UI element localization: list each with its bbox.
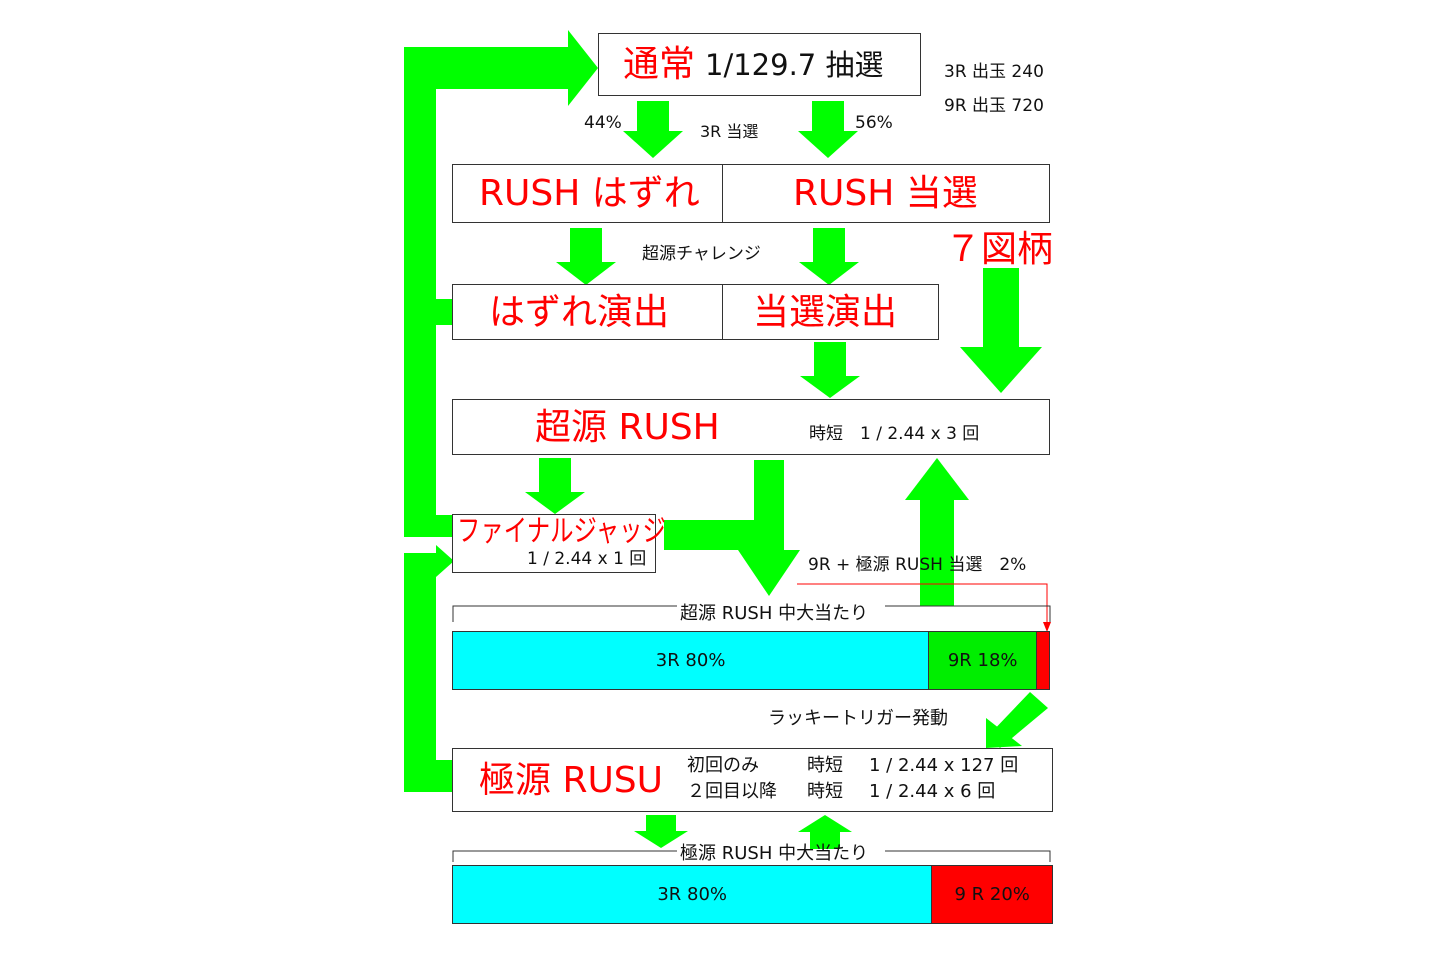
- chogen-bar-segment: 3R 80%: [453, 632, 929, 689]
- kyogen-second-prob: 1 / 2.44 x 6 回: [869, 781, 996, 802]
- payout-9r: 9R 出玉 720: [944, 96, 1044, 116]
- loop-arm-final: [430, 515, 454, 537]
- final-judge-title: ファイナルジャッジ: [457, 514, 666, 549]
- loop-bar-top: [404, 47, 436, 537]
- kyogen-first-label: 初回のみ: [687, 755, 759, 776]
- chogen-rush-box: 超源 RUSH 時短 1 / 2.44 x 3 回: [452, 399, 1050, 455]
- loop-arm-bottom: [404, 760, 454, 792]
- kyogen-second-label: ２回目以降: [687, 781, 777, 802]
- loop-bar-bottom: [404, 553, 436, 792]
- kyogen-bar-caption: 極源 RUSH 中大当たり: [680, 843, 869, 864]
- loop-arrowhead-bottom: [436, 545, 454, 577]
- chogen-bar-caption: 超源 RUSH 中大当たり: [680, 603, 869, 624]
- win-performance-label: 当選演出: [753, 292, 898, 333]
- payout-3r: 3R 出玉 240: [944, 62, 1044, 82]
- rush-win-label: RUSH 当選: [793, 173, 978, 214]
- chogen-bar-segment: [1036, 632, 1049, 689]
- performance-row: はずれ演出 当選演出: [452, 284, 939, 340]
- rush-miss-label: RUSH はずれ: [479, 173, 700, 214]
- split-right-pct: 56%: [855, 113, 893, 133]
- split-label: 3R 当選: [700, 122, 759, 141]
- chogen-rush-title: 超源 RUSH: [535, 407, 720, 448]
- kyogen-first-mode: 時短: [807, 755, 843, 776]
- kyogen-second-mode: 時短: [807, 781, 843, 802]
- kyogen-rusu-title: 極源 RUSU: [479, 760, 664, 801]
- challenge-label: 超源チャレンジ: [642, 244, 761, 264]
- kyogen-bar: 3R 80%9 R 20%: [452, 865, 1053, 924]
- loop-arm-mid: [430, 299, 454, 325]
- chogen-bar: 3R 80%9R 18%: [452, 631, 1050, 690]
- kyogen-first-prob: 1 / 2.44 x 127 回: [869, 755, 1019, 776]
- seven-symbol-label: ７図柄: [945, 229, 1054, 270]
- normal-mode-prob: 1/129.7 抽選: [705, 48, 884, 82]
- final-judge-detail: 1 / 2.44 x 1 回: [527, 549, 647, 569]
- lucky-trigger-label: ラッキートリガー発動: [768, 708, 948, 729]
- kyogen-rusu-box: 極源 RUSU 初回のみ 時短 1 / 2.44 x 127 回 ２回目以降 時…: [452, 748, 1053, 812]
- miss-performance-label: はずれ演出: [489, 292, 670, 333]
- split-left-pct: 44%: [584, 113, 622, 133]
- normal-mode-word: 通常: [623, 44, 696, 85]
- loop-arm-top: [404, 47, 569, 89]
- rush-result-row: RUSH はずれ RUSH 当選: [452, 164, 1050, 223]
- kyogen-bar-segment: 9 R 20%: [931, 866, 1052, 923]
- loop-arrowhead-top: [568, 30, 598, 106]
- chogen-rush-detail: 時短 1 / 2.44 x 3 回: [809, 424, 980, 444]
- kyogen-bar-segment: 3R 80%: [453, 866, 932, 923]
- chogen-bar-segment: 9R 18%: [928, 632, 1037, 689]
- normal-mode-box: 通常 1/129.7 抽選: [598, 33, 921, 96]
- kyogen-chance-note: 9R + 極源 RUSH 当選 2%: [808, 555, 1027, 575]
- final-judge-box: ファイナルジャッジ 1 / 2.44 x 1 回: [452, 514, 666, 573]
